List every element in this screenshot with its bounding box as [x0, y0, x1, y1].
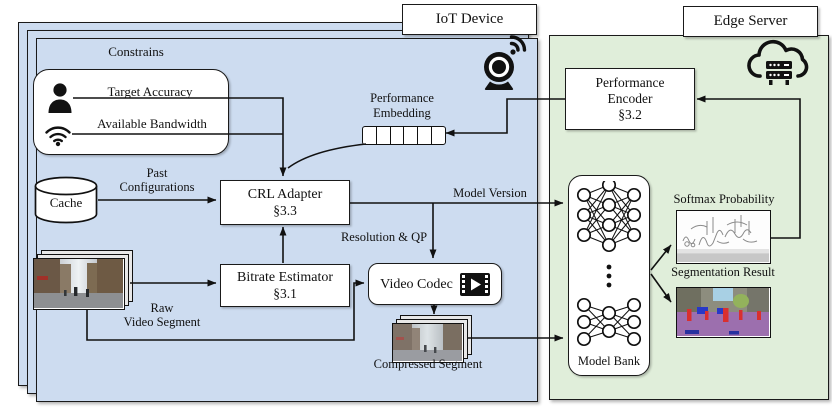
webcam-icon: [484, 35, 527, 90]
raw-video-segment-label: Raw Video Segment: [123, 301, 201, 329]
target-accuracy-label: Target Accuracy: [107, 84, 193, 99]
iot-device-title: IoT Device: [402, 4, 537, 35]
film-icon: [459, 272, 490, 296]
cache-cylinder-icon: [34, 176, 98, 224]
embedding-cells: [362, 126, 447, 145]
wifi-icon: [45, 126, 71, 147]
performance-embedding-label: Performance Embedding: [370, 91, 434, 120]
segmentation-result-label: Segmentation Result: [671, 265, 775, 279]
compressed-segment-thumbnail: [392, 323, 464, 363]
constraints-label: Constrains: [108, 44, 164, 59]
resolution-qp-label: Resolution & QP: [340, 230, 428, 244]
edge-server-title-text: Edge Server: [713, 13, 788, 29]
neural-network-icon: [576, 181, 642, 347]
crl-adapter-box: CRL Adapter §3.3: [220, 180, 350, 225]
available-bandwidth-label: Available Bandwidth: [97, 116, 207, 131]
iot-device-title-text: IoT Device: [435, 11, 504, 27]
segmentation-result-image: [676, 287, 771, 338]
softmax-probability-label: Softmax Probability: [673, 192, 775, 206]
edge-server-title: Edge Server: [683, 6, 818, 37]
person-icon: [48, 83, 72, 113]
video-codec-box: Video Codec: [368, 263, 502, 305]
model-version-label: Model Version: [453, 186, 527, 200]
past-configurations-label: Past Configurations: [119, 166, 195, 194]
performance-encoder-box: Performance Encoder §3.2: [565, 68, 695, 130]
cloud-server-icon: [747, 39, 809, 85]
model-bank-label: Model Bank: [577, 354, 641, 368]
cache-label: Cache: [49, 195, 83, 210]
bitrate-estimator-box: Bitrate Estimator §3.1: [220, 264, 350, 307]
softmax-probability-image: [676, 210, 771, 264]
compressed-segment-label: Compressed Segment: [373, 357, 483, 371]
embedding-cell: [430, 126, 447, 145]
